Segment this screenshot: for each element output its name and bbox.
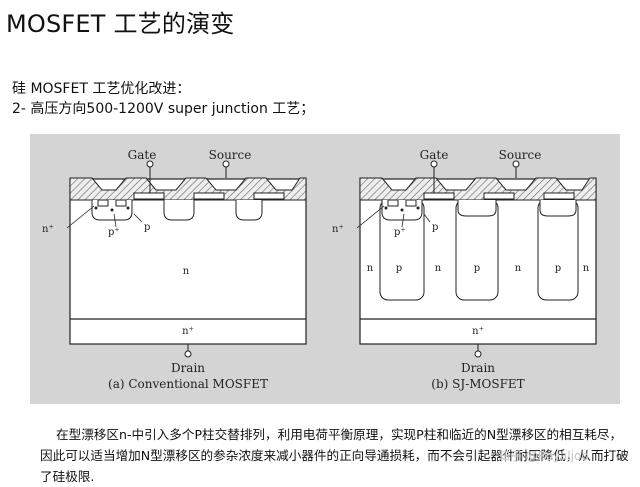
source-terminal (222, 160, 230, 168)
n-plus-source (97, 199, 109, 207)
n-plus-substrate-label: n⁺ (472, 326, 484, 337)
p-label: p (144, 222, 150, 233)
subtitle-line-1: 硅 MOSFET 工艺优化改进： (12, 81, 191, 97)
n-plus-label: n⁺ (332, 224, 344, 235)
p-plus-label: p⁺ (108, 227, 120, 238)
gate-label: Gate (128, 148, 157, 162)
gate-poly (193, 192, 225, 200)
drain-terminal (474, 350, 482, 358)
n-plus-substrate-label: n⁺ (182, 326, 194, 337)
p-column-label: p (474, 263, 480, 274)
source-terminal (512, 160, 520, 168)
drain-terminal (184, 350, 192, 358)
p-column-label: p (555, 263, 561, 274)
p-label: p (432, 222, 438, 233)
subtitle-line-2: 2- 高压方向500-1200V super junction 工艺； (12, 101, 315, 117)
conventional-mosfet-diagram (66, 160, 307, 358)
n-plus-source (387, 199, 399, 207)
sj-mosfet-diagram (356, 160, 597, 358)
p-body-well (235, 200, 263, 221)
n-column-label: n (367, 263, 374, 274)
n-column-label: n (435, 263, 442, 274)
gate-poly (543, 192, 575, 200)
drain-label: Drain (171, 361, 205, 375)
gate-poly (253, 192, 285, 200)
left-caption: (a) Conventional MOSFET (108, 377, 268, 391)
n-column-label: n (515, 263, 522, 274)
gate-poly (423, 192, 455, 200)
explanation-paragraph: 在型漂移区n-中引入多个P柱交替排列，利用电荷平衡原理，实现P柱和临近的N型漂移… (40, 427, 629, 484)
mosfet-comparison-figure: Gate Source n⁺ p⁺ p n n⁺ Drain (a) Conve… (30, 134, 620, 404)
gate-label: Gate (420, 148, 449, 162)
gate-terminal (430, 160, 438, 168)
p-body-well (163, 200, 195, 221)
watermark: 知乎 @Royaljoo (498, 449, 589, 463)
n-plus-source (115, 199, 127, 207)
p-plus-label: p⁺ (394, 227, 406, 238)
gate-terminal (146, 160, 154, 168)
source-metal-layer (359, 177, 597, 201)
source-label: Source (499, 148, 542, 162)
gate-poly (483, 192, 515, 200)
n-plus-source (405, 199, 417, 207)
gate-poly (133, 192, 165, 200)
source-label: Source (209, 148, 252, 162)
n-drift-label: n (183, 266, 190, 277)
slide-title: MOSFET 工艺的演变 (6, 10, 235, 38)
source-metal-layer (69, 177, 307, 201)
drain-label: Drain (461, 361, 495, 375)
n-column-label: n (583, 263, 590, 274)
p-column-label: p (396, 263, 402, 274)
n-plus-label: n⁺ (42, 224, 54, 235)
right-caption: (b) SJ-MOSFET (431, 377, 524, 391)
